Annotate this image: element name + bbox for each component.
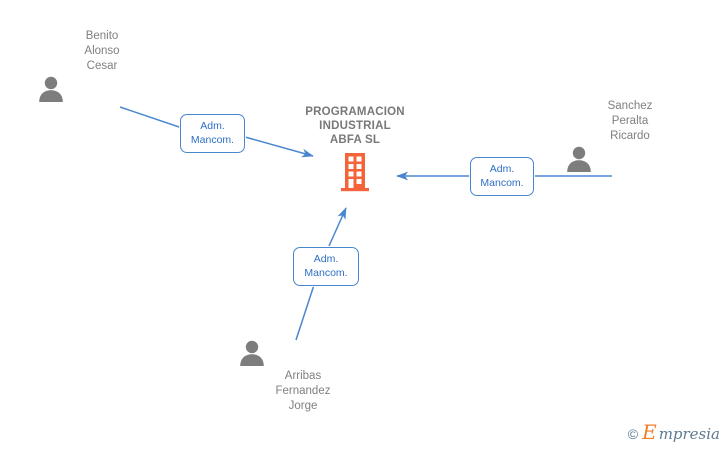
company-node[interactable]: PROGRAMACION INDUSTRIAL ABFA SL — [255, 105, 455, 194]
person-name: Benito Alonso Cesar — [84, 30, 120, 72]
relation-label-benito[interactable]: Adm. Mancom. — [180, 114, 245, 153]
relation-label-sanchez[interactable]: Adm. Mancom. — [470, 157, 534, 196]
building-icon — [255, 152, 455, 194]
person-icon — [37, 76, 167, 102]
copyright-icon: © — [627, 426, 639, 442]
person-name: Sanchez Peralta Ricardo — [607, 100, 653, 142]
person-node-sanchez-peralta-ricardo[interactable]: Sanchez Peralta Ricardo — [565, 99, 695, 172]
person-icon — [238, 340, 368, 366]
relation-label-arribas[interactable]: Adm. Mancom. — [293, 247, 359, 286]
person-node-benito-alonso-cesar[interactable]: Benito Alonso Cesar — [37, 29, 167, 102]
empresia-watermark: © E mpresia — [628, 422, 720, 442]
person-name: Arribas Fernandez Jorge — [275, 370, 331, 412]
brand-initial: E — [642, 420, 657, 444]
company-title: PROGRAMACION INDUSTRIAL ABFA SL — [305, 106, 405, 146]
person-icon — [565, 146, 695, 172]
brand-name: mpresia — [658, 425, 720, 443]
person-node-arribas-fernandez-jorge[interactable]: Arribas Fernandez Jorge — [238, 340, 368, 414]
